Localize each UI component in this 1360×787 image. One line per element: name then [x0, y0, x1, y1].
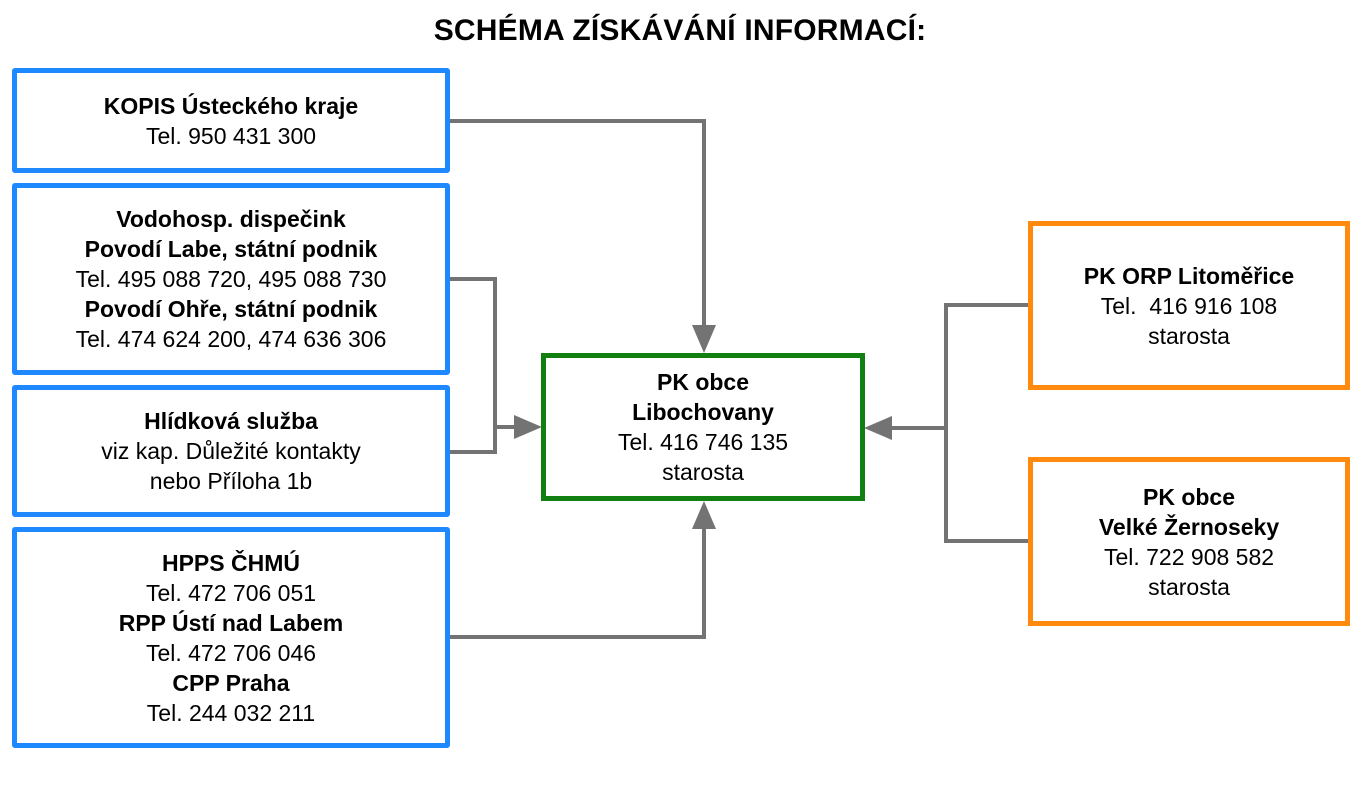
connector-orp	[944, 303, 1030, 543]
hpps-org2: RPP Ústí nad Labem	[118, 609, 344, 636]
hlidkova-line1: viz kap. Důležité kontakty	[101, 438, 361, 464]
hlidkova-box: Hlídková služba viz kap. Důležité kontak…	[12, 385, 450, 517]
vodohosp-tel1: Tel. 495 088 720, 495 088 730	[75, 266, 387, 292]
vodohosp-box: Vodohosp. dispečink Povodí Labe, státní …	[12, 183, 450, 375]
center-role: starosta	[662, 459, 744, 485]
connector-hpps	[447, 524, 706, 639]
arrow-left	[514, 415, 542, 439]
hlidkova-line2: nebo Příloha 1b	[149, 468, 313, 494]
diagram-title: SCHÉMA ZÍSKÁVÁNÍ INFORMACÍ:	[433, 14, 927, 47]
kopis-box: KOPIS Ústeckého kraje Tel. 950 431 300	[12, 68, 450, 173]
zernoseky-tel: Tel. 722 908 582	[1103, 543, 1275, 570]
arrow-right	[864, 416, 892, 440]
zernoseky-box: PK obce Velké Žernoseky Tel. 722 908 582…	[1028, 457, 1350, 626]
center-name2: Libochovany	[632, 399, 774, 425]
zernoseky-name2: Velké Žernoseky	[1098, 513, 1280, 540]
hpps-name: HPPS ČHMÚ	[161, 549, 300, 576]
connector-kopis	[450, 119, 706, 330]
vodohosp-name: Vodohosp. dispečink	[116, 206, 346, 232]
hpps-tel1: Tel. 472 706 051	[145, 579, 317, 606]
arrow-top	[692, 325, 716, 353]
orp-tel: Tel. 416 916 108	[1100, 292, 1278, 319]
orp-role: starosta	[1148, 322, 1230, 349]
center-box: PK obce Libochovany Tel. 416 746 135 sta…	[541, 353, 865, 501]
vodohosp-org2: Povodí Ohře, státní podnik	[84, 296, 378, 322]
vodohosp-org1: Povodí Labe, státní podnik	[84, 236, 378, 262]
orp-box: PK ORP Litoměřice Tel. 416 916 108 staro…	[1028, 221, 1350, 390]
hpps-box: HPPS ČHMÚ Tel. 472 706 051 RPP Ústí nad …	[12, 527, 450, 748]
hpps-tel3: Tel. 244 032 211	[146, 699, 316, 726]
center-tel: Tel. 416 746 135	[617, 429, 789, 455]
zernoseky-name1: PK obce	[1142, 483, 1236, 510]
center-name1: PK obce	[656, 369, 750, 395]
orp-name: PK ORP Litoměřice	[1083, 262, 1295, 289]
vodohosp-tel2: Tel. 474 624 200, 474 636 306	[75, 326, 387, 352]
kopis-tel: Tel. 950 431 300	[145, 122, 317, 149]
connector-vodohosp	[447, 277, 497, 454]
kopis-name: KOPIS Ústeckého kraje	[103, 92, 359, 119]
zernoseky-role: starosta	[1148, 573, 1230, 600]
arrow-bottom	[692, 501, 716, 529]
hpps-org3: CPP Praha	[172, 669, 290, 696]
hlidkova-name: Hlídková služba	[144, 408, 318, 434]
hpps-tel2: Tel. 472 706 046	[145, 639, 317, 666]
